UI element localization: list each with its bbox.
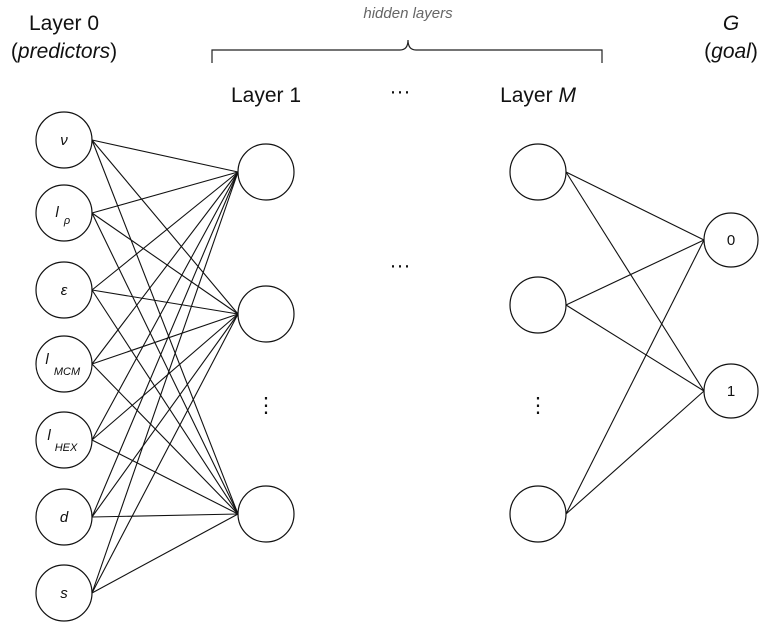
layer1-node <box>237 285 295 343</box>
layerM-prefix: Layer <box>500 84 558 107</box>
connection-edge <box>91 139 239 515</box>
predictor-subscript: HEX <box>55 442 78 454</box>
svg-text:1: 1 <box>727 383 735 400</box>
connection-edge <box>91 212 239 515</box>
predictor-node-epsilon: ε <box>35 261 93 319</box>
connection-edge <box>91 439 239 515</box>
layerM-vertical-ellipsis: ⋮ <box>528 394 549 417</box>
predictor-label: s <box>60 585 68 602</box>
svg-text:ν: ν <box>60 132 68 149</box>
layer0-subtitle: (predictors) <box>11 40 117 63</box>
layerM-node <box>509 485 567 543</box>
layer1-title: Layer 1 <box>231 84 301 107</box>
goal-subtitle: (goal) <box>704 40 758 63</box>
connection-edge <box>91 313 239 441</box>
svg-text:l: l <box>45 351 49 368</box>
connection-edge <box>565 239 705 515</box>
output-label: 0 <box>727 232 735 249</box>
layer1-node <box>237 485 295 543</box>
layer1-node <box>237 143 295 201</box>
connection-edge <box>91 363 239 515</box>
predictor-node-nu: ν <box>35 111 93 169</box>
input-to-layer1-edges <box>91 139 239 594</box>
predictor-label: l <box>55 204 59 221</box>
connection-edge <box>565 171 705 392</box>
predictor-node-l-rho: l ρ <box>35 184 93 242</box>
layerM-title: Layer M <box>500 84 576 107</box>
connection-edge <box>565 304 705 392</box>
svg-text:ε: ε <box>61 282 68 299</box>
output-node-1: 1 <box>703 363 759 419</box>
connection-edge <box>91 212 239 315</box>
layerM-var: M <box>558 84 576 107</box>
hidden-layers-label: hidden layers <box>363 5 453 22</box>
svg-text:l: l <box>47 427 51 444</box>
svg-text:l: l <box>55 204 59 221</box>
svg-text:d: d <box>60 509 69 526</box>
svg-text:ρ: ρ <box>63 215 70 227</box>
connection-edge <box>91 171 239 518</box>
predictor-label: l <box>47 427 51 444</box>
connection-edge <box>91 171 239 365</box>
connection-edge <box>565 239 705 306</box>
goal-subtitle-text: goal <box>711 40 752 63</box>
predictor-node-l-mcm: l MCM <box>35 335 93 393</box>
layer0-title: Layer 0 <box>29 12 99 35</box>
layer0-subtitle-text: predictors <box>17 40 111 63</box>
predictor-subscript: ρ <box>63 215 70 227</box>
predictor-subscript: MCM <box>54 366 81 378</box>
output-label: 1 <box>727 383 735 400</box>
layerM-node <box>509 276 567 334</box>
predictor-label: ν <box>60 132 68 149</box>
connection-edge <box>91 313 239 594</box>
svg-text:s: s <box>60 585 68 602</box>
layers-ellipsis-header: ··· <box>390 80 411 103</box>
predictor-node-d: d <box>35 488 93 546</box>
middle-layers-ellipsis: ··· <box>390 254 411 277</box>
goal-title: G <box>723 12 739 35</box>
connection-edge <box>91 171 239 291</box>
svg-text:MCM: MCM <box>54 366 81 378</box>
predictor-node-l-hex: l HEX <box>35 411 93 469</box>
connection-edge <box>565 390 705 515</box>
connection-edge <box>91 513 239 518</box>
connection-edge <box>91 171 239 441</box>
svg-text:HEX: HEX <box>55 442 78 454</box>
connection-edge <box>91 289 239 315</box>
connection-edge <box>91 171 239 594</box>
predictor-label: ε <box>61 282 68 299</box>
predictor-label: l <box>45 351 49 368</box>
connection-edge <box>91 313 239 365</box>
layer1-vertical-ellipsis: ⋮ <box>256 394 277 417</box>
output-node-0: 0 <box>703 212 759 268</box>
predictor-label: d <box>60 509 69 526</box>
connection-edge <box>91 139 239 173</box>
connection-edge <box>91 289 239 515</box>
layerM-node <box>509 143 567 201</box>
connection-edge <box>565 171 705 241</box>
connection-edge <box>91 313 239 518</box>
connection-edge <box>91 139 239 315</box>
svg-text:0: 0 <box>727 232 735 249</box>
predictor-node-s: s <box>35 564 93 622</box>
connection-edge <box>91 171 239 214</box>
layerM-to-output-edges <box>565 171 705 515</box>
hidden-layers-brace <box>211 39 603 63</box>
connection-edge <box>91 513 239 594</box>
